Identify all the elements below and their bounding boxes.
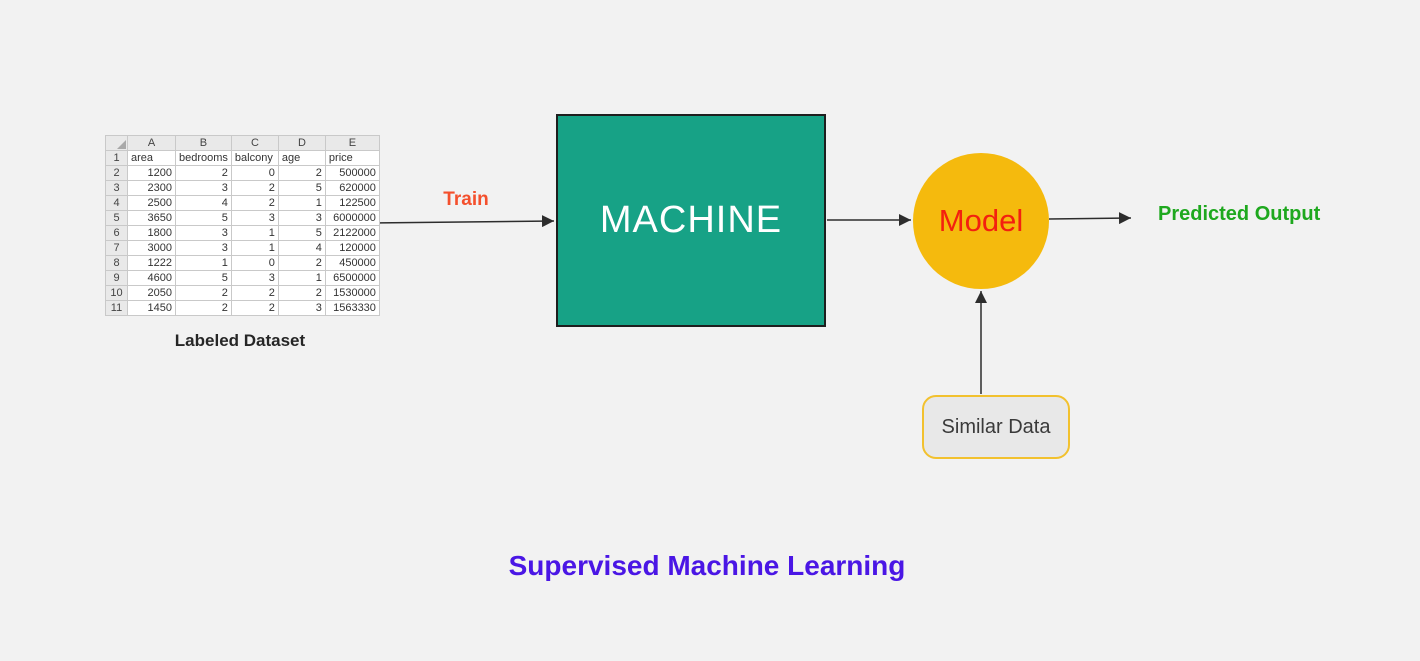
data-cell: 500000 — [324, 165, 380, 181]
row-number: 7 — [105, 240, 128, 256]
arrow-train — [374, 215, 555, 228]
model-circle: Model — [913, 153, 1049, 289]
row-number: 8 — [105, 255, 128, 271]
column-letter: D — [277, 135, 326, 151]
data-cell: 2122000 — [324, 225, 380, 241]
header-cell: area — [127, 150, 176, 166]
data-cell: 3 — [230, 270, 279, 286]
data-cell: 3 — [230, 210, 279, 226]
data-cell: 120000 — [324, 240, 380, 256]
column-letter: C — [230, 135, 279, 151]
column-letter: E — [324, 135, 380, 151]
data-cell: 1 — [277, 195, 326, 211]
header-cell: age — [277, 150, 326, 166]
data-cell: 5 — [277, 180, 326, 196]
data-cell: 1450 — [127, 300, 176, 316]
header-cell: price — [324, 150, 380, 166]
data-cell: 1222 — [127, 255, 176, 271]
data-cell: 0 — [230, 255, 279, 271]
data-cell: 2 — [230, 300, 279, 316]
data-cell: 3650 — [127, 210, 176, 226]
train-arrow-label: Train — [443, 189, 489, 210]
row-number: 6 — [105, 225, 128, 241]
data-cell: 2 — [230, 180, 279, 196]
data-cell: 3 — [277, 300, 326, 316]
data-cell: 1 — [175, 255, 232, 271]
data-cell: 2 — [230, 285, 279, 301]
row-number: 1 — [105, 150, 128, 166]
data-cell: 2500 — [127, 195, 176, 211]
data-cell: 2 — [277, 165, 326, 181]
data-cell: 2 — [230, 195, 279, 211]
data-cell: 5 — [277, 225, 326, 241]
column-letter: B — [175, 135, 232, 151]
data-cell: 1530000 — [324, 285, 380, 301]
data-cell: 1200 — [127, 165, 176, 181]
sheet-select-all-cell — [105, 135, 128, 151]
model-label: Model — [938, 203, 1024, 238]
data-cell: 3000 — [127, 240, 176, 256]
data-cell: 4 — [277, 240, 326, 256]
header-cell: bedrooms — [175, 150, 232, 166]
row-number: 2 — [105, 165, 128, 181]
data-cell: 5 — [175, 270, 232, 286]
data-cell: 2 — [277, 255, 326, 271]
data-cell: 2 — [175, 300, 232, 316]
machine-label: MACHINE — [599, 199, 783, 241]
data-cell: 2050 — [127, 285, 176, 301]
data-cell: 3 — [175, 180, 232, 196]
data-cell: 5 — [175, 210, 232, 226]
data-cell: 1800 — [127, 225, 176, 241]
predicted-output-label: Predicted Output — [1158, 203, 1321, 225]
sheet-corner-triangle-icon — [117, 140, 126, 149]
column-letter: A — [127, 135, 176, 151]
data-cell: 3 — [277, 210, 326, 226]
similar-data-label: Similar Data — [941, 415, 1051, 438]
diagram-title: Supervised Machine Learning — [508, 550, 906, 581]
header-cell: balcony — [230, 150, 279, 166]
data-cell: 0 — [230, 165, 279, 181]
data-cell: 2 — [277, 285, 326, 301]
data-cell: 4 — [175, 195, 232, 211]
data-cell: 1 — [230, 240, 279, 256]
data-cell: 4600 — [127, 270, 176, 286]
data-cell: 6000000 — [324, 210, 380, 226]
data-cell: 1 — [277, 270, 326, 286]
data-cell: 1563330 — [324, 300, 380, 316]
data-cell: 450000 — [324, 255, 380, 271]
data-cell: 122500 — [324, 195, 380, 211]
row-number: 9 — [105, 270, 128, 286]
dataset-caption: Labeled Dataset — [174, 331, 306, 350]
row-number: 10 — [105, 285, 128, 301]
data-cell: 620000 — [324, 180, 380, 196]
arrow-model-to-output — [1048, 212, 1132, 225]
machine-box: MACHINE — [556, 114, 826, 327]
row-number: 4 — [105, 195, 128, 211]
data-cell: 3 — [175, 240, 232, 256]
data-cell: 6500000 — [324, 270, 380, 286]
data-cell: 1 — [230, 225, 279, 241]
row-number: 3 — [105, 180, 128, 196]
data-cell: 2300 — [127, 180, 176, 196]
data-cell: 2 — [175, 165, 232, 181]
row-number: 11 — [105, 300, 128, 316]
data-cell: 3 — [175, 225, 232, 241]
row-number: 5 — [105, 210, 128, 226]
data-cell: 2 — [175, 285, 232, 301]
similar-data-box: Similar Data — [922, 395, 1070, 459]
